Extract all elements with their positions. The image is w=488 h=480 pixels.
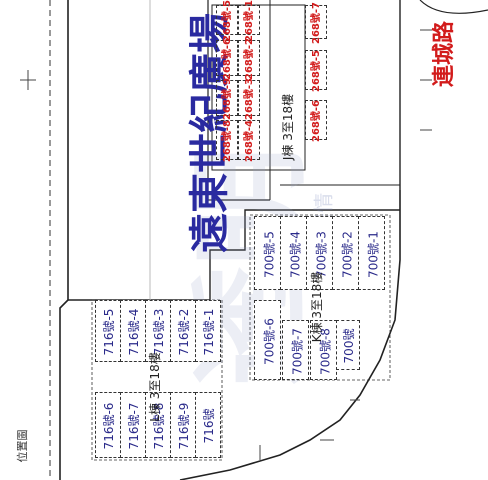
unit-label-268: 268號-5 <box>222 0 233 42</box>
unit-label-268: 268號-7 <box>311 2 322 44</box>
unit-box-268: 268號-1 <box>238 0 260 42</box>
unit-box: 716號-8 <box>145 392 171 458</box>
unit-box: 716號-4 <box>120 300 146 362</box>
unit-box: 716號-6 <box>95 392 121 458</box>
unit-label: 700號-5 <box>261 230 276 278</box>
unit-label-268: 268號-5 <box>311 50 322 92</box>
unit-label-268: 268號-6 <box>222 38 233 80</box>
unit-label-268: 268號-4 <box>244 120 255 162</box>
unit-label: 716號-9 <box>177 402 191 450</box>
map-caption: 位置圖 <box>16 429 29 463</box>
unit-label: 716號-4 <box>127 308 141 356</box>
unit-box-268: 268號-8 <box>216 120 238 162</box>
building-l-label: L棟 3至18樓 <box>148 352 162 422</box>
unit-box: 700號-8 <box>310 320 337 380</box>
unit-label-268: 268號-2 <box>244 38 255 80</box>
unit-label: 716號-6 <box>102 402 116 450</box>
building-k-label: K棟 3至18樓 <box>310 271 324 343</box>
unit-label-268: 268號-9 <box>222 78 233 120</box>
unit-box: 716號-9 <box>170 392 196 458</box>
unit-box-268: 268號-7 <box>305 2 327 44</box>
unit-box: 700號-1 <box>358 216 385 290</box>
unit-box: 700號-4 <box>280 216 307 290</box>
unit-box-268: 268號-4 <box>238 120 260 162</box>
building-j-label: J棟 3至18樓 <box>281 93 295 161</box>
unit-box: 700號-6 <box>254 300 281 380</box>
unit-label: 700號-4 <box>287 230 302 278</box>
unit-box-268: 268號-6 <box>216 38 238 80</box>
unit-label-268: 268號-6 <box>311 100 322 142</box>
unit-box-268: 268號-3 <box>238 78 260 120</box>
site-boundary-curve <box>179 190 401 480</box>
unit-box-268: 268號-2 <box>238 38 260 80</box>
unit-box: 700號-7 <box>282 320 309 380</box>
unit-label: 700號 <box>342 328 356 364</box>
unit-box-268: 268號-9 <box>216 78 238 120</box>
unit-label: 716號 <box>202 408 216 444</box>
unit-box-268: 268號-5 <box>305 50 327 92</box>
unit-box: 700號-2 <box>332 216 359 290</box>
unit-label: 700號-7 <box>289 327 304 375</box>
unit-label-268: 268號-8 <box>222 120 233 162</box>
unit-box: 716號-5 <box>95 300 121 362</box>
unit-label: 700號-6 <box>261 317 276 365</box>
unit-label: 716號-2 <box>177 308 191 356</box>
unit-box: 716號-2 <box>170 300 196 362</box>
unit-box-268: 268號-6 <box>305 100 327 142</box>
unit-box: 700號-5 <box>254 216 281 290</box>
unit-label: 700號-1 <box>365 230 380 278</box>
unit-label-268: 268號-3 <box>244 78 255 120</box>
unit-label-268: 268號-1 <box>244 0 255 42</box>
unit-label: 716號-1 <box>202 308 216 356</box>
unit-box: 716號 <box>195 392 221 458</box>
unit-box-268: 268號-5 <box>216 0 238 42</box>
unit-label: 700號-2 <box>339 230 354 278</box>
unit-box: 700號 <box>336 320 360 370</box>
unit-box: 716號-1 <box>195 300 221 362</box>
unit-box: 716號-7 <box>120 392 146 458</box>
site-boundary-inner <box>59 0 69 480</box>
unit-label: 716號-5 <box>102 308 116 356</box>
road-label: 連城路 <box>432 21 457 88</box>
unit-label: 716號-7 <box>127 402 141 450</box>
